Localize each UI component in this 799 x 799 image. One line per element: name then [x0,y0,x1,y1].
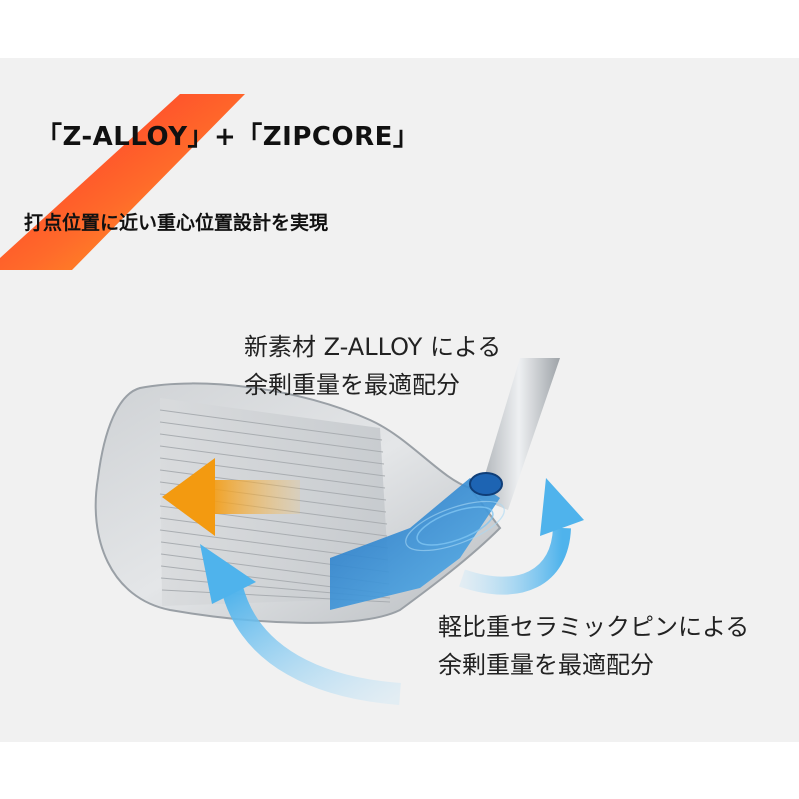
subheadline: 打点位置に近い重心位置設計を実現 [24,212,329,234]
gradient-stripe [0,94,245,270]
wedge-illustration [94,358,584,705]
shaft [478,358,560,510]
callout-z-alloy-line1: 新素材 Z-ALLOY による [244,333,502,361]
callout-ceramic-pin-line2: 余剰重量を最適配分 [438,651,654,679]
callout-z-alloy: 新素材 Z-ALLOY による 余剰重量を最適配分 [244,328,501,404]
callout-z-alloy-line2: 余剰重量を最適配分 [244,371,460,399]
blue-arrow-left-icon [200,544,401,705]
blue-arrow-right-icon [459,478,584,595]
feature-panel: 「Z-ALLOY」+「ZIPCORE」 打点位置に近い重心位置設計を実現 [0,58,799,742]
headline: 「Z-ALLOY」+「ZIPCORE」 [36,122,420,152]
callout-ceramic-pin: 軽比重セラミックピンによる 余剰重量を最適配分 [438,608,749,684]
orange-arrow-icon [162,458,300,536]
ceramic-pin [469,472,503,496]
callout-ceramic-pin-line1: 軽比重セラミックピンによる [438,613,750,641]
